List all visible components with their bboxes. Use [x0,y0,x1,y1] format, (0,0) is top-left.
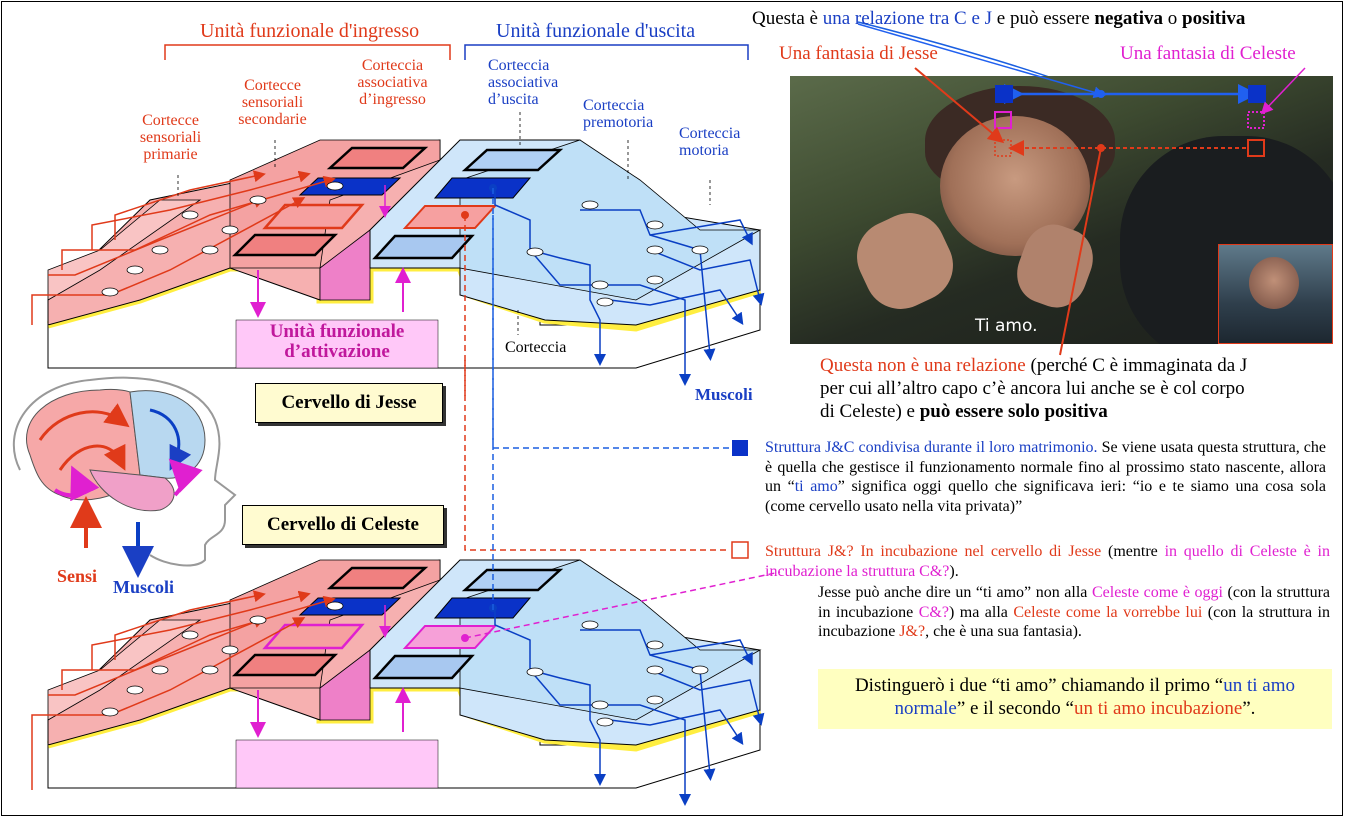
sensi-label: Sensi [57,566,98,586]
structure-j-incubation-text: Struttura J&? In incubazione nel cervell… [765,543,1330,580]
brain-jesse-label: Cervello di Jesse [255,383,443,423]
output-unit-title: Unità funzionale d'uscita [496,20,696,42]
brain-celeste-diagram [31,559,765,806]
label-cortex: Corteccia [505,339,567,356]
input-unit-title: Unità funzionale d'ingresso [200,20,420,42]
magenta-connector [464,571,781,639]
not-relation-caption: Questa non è una relazione (perché C è i… [820,355,1248,422]
brain-jesse-diagram [31,112,765,386]
structure-jc-text: Struttura J&C condivisa durante il loro … [765,439,1327,515]
activation-box-celeste [235,739,439,789]
output-bracket [464,44,749,60]
fantasy-jesse-label: Una fantasia di Jesse [779,43,938,64]
brain-illustration [12,376,237,578]
legend-red-square [731,541,749,559]
muscles-top-label: Muscoli [695,385,753,404]
legend-blue-square [732,440,748,456]
red-connector [464,215,730,551]
fantasy-celeste-label: Una fantasia di Celeste [1120,43,1296,64]
subtitle: Ti amo. [975,316,1038,336]
conclusion-box: Distinguerò i due “ti amo” chiamando il … [818,669,1332,729]
input-bracket [164,44,451,60]
muscoli-label: Muscoli [113,577,174,597]
relation-caption: Questa è una relazione tra C e J e può e… [752,8,1246,29]
brain-celeste-label: Cervello di Celeste [242,505,444,545]
jesse-ti-amo-text: Jesse può anche dire un “ti amo” non all… [818,584,1331,641]
inset-photo [1218,244,1333,344]
activation-box-jesse [235,319,439,369]
